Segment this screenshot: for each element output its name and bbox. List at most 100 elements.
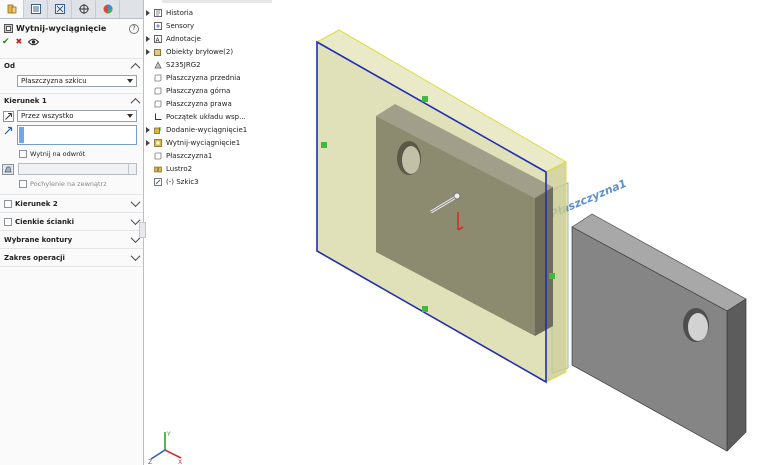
confirm-row: ✔ ✖ <box>0 35 143 48</box>
expand-arrow-icon[interactable] <box>146 36 150 42</box>
panel-collapse-handle[interactable] <box>139 222 146 238</box>
drag-handle-bottom[interactable] <box>422 306 428 312</box>
origin-marker <box>457 212 464 231</box>
ok-button[interactable]: ✔ <box>2 36 10 47</box>
expand-arrow-icon[interactable] <box>146 10 150 16</box>
property-manager-panel: Wytnij-wyciągnięcie ? ✔ ✖ Od Płaszczyzna… <box>0 0 146 465</box>
section-selected-contours-label: Wybrane kontury <box>4 235 73 244</box>
reverse-direction-icon[interactable] <box>3 110 14 122</box>
drag-handle-right[interactable] <box>549 273 555 279</box>
tree-item-label: Sensory <box>166 22 195 30</box>
from-dropdown[interactable]: Płaszczyzna szkicu <box>17 75 137 87</box>
dimxpert-icon <box>78 4 89 14</box>
direction-arrow-icon <box>4 126 13 135</box>
feature-title: Wytnij-wyciągnięcie <box>16 24 107 33</box>
help-icon[interactable]: ? <box>129 23 139 34</box>
expand-arrow-icon[interactable] <box>146 127 150 133</box>
view-orientation-triad: Y X Z <box>148 431 182 465</box>
end-condition-dropdown[interactable]: Przez wszystko <box>17 110 137 122</box>
sensor-icon <box>154 22 162 30</box>
plane-icon <box>154 100 162 108</box>
material-icon <box>154 61 162 69</box>
dropdown-arrow-icon <box>127 114 133 118</box>
property-manager-icon <box>30 4 41 14</box>
tree-item-label: S235JRG2 <box>166 61 201 69</box>
section-thin-feature[interactable]: Cienkie ścianki <box>0 212 143 230</box>
tree-item-label: Wytnij-wyciągnięcie1 <box>166 139 241 147</box>
plane-icon <box>154 152 162 160</box>
section-from-label: Od <box>4 62 15 70</box>
tree-item-label: Historia <box>166 9 193 17</box>
tree-item-label: Lustro2 <box>166 165 193 173</box>
dropdown-arrow-icon <box>127 79 133 83</box>
tree-item[interactable]: Płaszczyzna prawa <box>146 99 232 109</box>
draft-icon[interactable] <box>2 163 14 175</box>
tree-item[interactable]: Dodanie-wyciągnięcie1 <box>146 125 247 135</box>
svg-text:A: A <box>156 37 161 43</box>
feature-title-bar: Wytnij-wyciągnięcie ? <box>0 22 143 35</box>
flip-side-checkbox[interactable]: Wytnij na odwrót <box>0 145 143 158</box>
history-icon <box>154 9 162 17</box>
plane-icon <box>154 74 162 82</box>
flip-side-label: Wytnij na odwrót <box>30 150 86 158</box>
drag-handle-left[interactable] <box>321 142 327 148</box>
drag-handle-top[interactable] <box>422 96 428 102</box>
draft-outward-box[interactable] <box>19 180 27 188</box>
tree-item-label: (-) Szkic3 <box>166 178 199 186</box>
tab-configuration-manager[interactable] <box>48 0 72 18</box>
end-condition-value: Przez wszystko <box>21 112 74 120</box>
section-feature-scope[interactable]: Zakres operacji <box>0 248 143 267</box>
section-thin-feature-label: Cienkie ścianki <box>15 217 74 226</box>
tab-dimxpert-manager[interactable] <box>72 0 96 18</box>
draft-outward-label: Pochylenie na zewnątrz <box>30 180 107 188</box>
section-selected-contours[interactable]: Wybrane kontury <box>0 230 143 248</box>
extrude-direction-arrow[interactable] <box>430 192 461 214</box>
direction-selection-box[interactable] <box>17 125 137 145</box>
from-dropdown-value: Płaszczyzna szkicu <box>21 77 87 85</box>
cut-extrude-icon <box>154 139 162 147</box>
draft-angle-input[interactable] <box>18 163 137 175</box>
tree-item[interactable]: (-) Szkic3 <box>146 177 199 187</box>
tab-feature-manager[interactable] <box>0 0 24 18</box>
flip-side-box[interactable] <box>19 150 27 158</box>
plane-icon <box>154 87 162 95</box>
tree-item[interactable]: Wytnij-wyciągnięcie1 <box>146 138 240 148</box>
tree-item[interactable]: S235JRG2 <box>146 60 201 70</box>
tree-item-label: Obiekty bryłowe(2) <box>166 48 234 56</box>
tree-item[interactable]: Płaszczyzna1 <box>146 151 212 161</box>
direction2-checkbox[interactable] <box>4 199 12 208</box>
mirrored-body[interactable] <box>571 213 747 452</box>
section-direction2[interactable]: Kierunek 2 <box>0 194 143 212</box>
tree-item[interactable]: Sensory <box>146 21 194 31</box>
tree-item[interactable]: Płaszczyzna przednia <box>146 73 241 83</box>
annotation-icon: A <box>154 35 162 44</box>
tree-header-fragment <box>162 0 272 3</box>
tree-item-label: Płaszczyzna1 <box>166 152 213 160</box>
section-direction1[interactable]: Kierunek 1 <box>0 93 143 108</box>
tree-item[interactable]: Obiekty bryłowe(2) <box>146 47 233 57</box>
section-direction2-label: Kierunek 2 <box>15 199 58 208</box>
svg-text:Z: Z <box>148 459 152 465</box>
draft-outward-checkbox[interactable]: Pochylenie na zewnątrz <box>0 175 143 194</box>
manager-tabs <box>0 0 143 19</box>
solid-bodies-icon <box>154 48 162 56</box>
tab-display-manager[interactable] <box>96 0 120 18</box>
configuration-icon <box>54 4 65 14</box>
tree-item[interactable]: Początek układu wsp... <box>146 112 246 122</box>
tree-item-label: Płaszczyzna przednia <box>166 74 241 82</box>
tree-item[interactable]: Historia <box>146 8 193 18</box>
mirror-icon <box>154 165 162 173</box>
tree-item-label: Dodanie-wyciągnięcie1 <box>166 126 248 134</box>
thin-feature-checkbox[interactable] <box>4 217 12 226</box>
tree-item[interactable]: Lustro2 <box>146 164 192 174</box>
expand-arrow-icon[interactable] <box>146 140 150 146</box>
expand-arrow-icon[interactable] <box>146 49 150 55</box>
section-from[interactable]: Od <box>0 58 143 73</box>
cancel-button[interactable]: ✖ <box>15 37 23 46</box>
preview-eye-icon[interactable] <box>28 38 40 46</box>
section-feature-scope-label: Zakres operacji <box>4 253 65 262</box>
tab-property-manager[interactable] <box>24 0 48 18</box>
tree-item[interactable]: Płaszczyzna górna <box>146 86 230 96</box>
